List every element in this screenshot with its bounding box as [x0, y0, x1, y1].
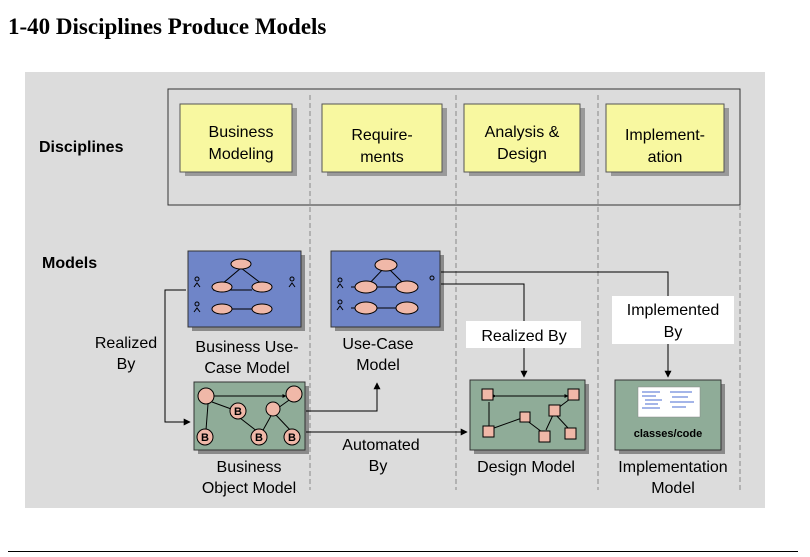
use-case-icon	[395, 301, 419, 315]
implemented-by-label-bg	[612, 296, 734, 344]
actor-icon	[289, 276, 295, 282]
discipline-business-modeling-line-2: Modeling	[209, 146, 274, 163]
actor-icon	[194, 301, 200, 307]
business-use-case-model-label-1: Business Use-	[195, 339, 298, 356]
business-entity-icon	[283, 428, 301, 446]
discipline-implementation: Implement- ation	[605, 103, 729, 176]
realized-by-left-label-1: Realized	[95, 335, 157, 352]
business-actor-icon	[197, 387, 215, 405]
automated-by-label-1: Automated	[342, 437, 419, 454]
business-entity-icon	[196, 428, 214, 446]
discipline-business-modeling: Business Modeling	[179, 103, 297, 176]
use-case-icon	[374, 258, 398, 272]
use-case-model-label-2: Model	[356, 357, 400, 374]
realized-by-left-label-2: By	[117, 356, 136, 373]
disciplines-frame	[167, 88, 741, 206]
implementation-model-box: classes/code	[614, 379, 725, 454]
realized-by-connector-left	[164, 289, 191, 426]
use-case-icon	[354, 301, 378, 315]
business-object-model-box: B B B B	[193, 381, 309, 454]
bottom-rule	[8, 551, 798, 552]
business-entity-icon	[250, 428, 268, 446]
design-class-icon	[482, 425, 495, 438]
business-actor-icon	[285, 385, 303, 403]
design-class-icon	[567, 388, 580, 401]
business-use-case-model-box	[187, 250, 305, 331]
design-class-icon	[481, 388, 494, 401]
implementation-model-label-1: Implementation	[618, 459, 727, 476]
automated-by-label-2: By	[369, 458, 388, 475]
use-case-model-label-1: Use-Case	[342, 336, 413, 353]
business-object-model-label-2: Object Model	[202, 480, 296, 497]
design-class-icon	[519, 411, 531, 423]
business-use-case-icon	[211, 303, 233, 315]
models-row-label: Models	[42, 255, 97, 272]
implemented-by-label-1: Implemented	[627, 302, 720, 319]
use-case-icon	[395, 280, 419, 294]
actor-icon	[194, 276, 200, 282]
use-case-icon	[354, 280, 378, 294]
implementation-inner-label: classes/code	[634, 428, 703, 440]
business-entity-letter: B	[255, 432, 263, 444]
actor-icon	[337, 299, 343, 305]
business-entity-icon	[229, 402, 247, 420]
actor-icon	[337, 277, 343, 283]
discipline-implementation-line-2: ation	[648, 149, 683, 166]
business-use-case-icon	[251, 303, 273, 315]
discipline-analysis-design: Analysis & Design	[463, 103, 585, 176]
discipline-analysis-design-line-2: Design	[497, 146, 547, 163]
business-use-case-icon	[230, 258, 252, 270]
object-to-use-case-connector	[306, 382, 381, 412]
actor-icon	[429, 275, 435, 281]
discipline-requirements-line-1: Require-	[351, 127, 412, 144]
implemented-by-label-2: By	[664, 324, 683, 341]
business-object-model-label-1: Business	[217, 459, 282, 476]
discipline-implementation-line-1: Implement-	[625, 127, 705, 144]
design-class-icon	[538, 430, 551, 443]
realized-by-design-label-bg	[466, 321, 581, 348]
business-use-case-model-label-2: Case Model	[204, 360, 289, 377]
design-class-icon	[564, 427, 577, 440]
business-entity-letter: B	[234, 406, 242, 418]
realized-by-design-label: Realized By	[481, 328, 566, 345]
page-title: 1-40 Disciplines Produce Models	[8, 14, 327, 39]
design-model-box	[469, 379, 589, 454]
business-use-case-icon	[251, 281, 273, 293]
discipline-requirements: Require- ments	[321, 103, 447, 176]
design-model-label: Design Model	[477, 459, 575, 476]
business-entity-letter: B	[201, 432, 209, 444]
business-entity-letter: B	[288, 432, 296, 444]
use-case-model-box	[330, 250, 444, 331]
design-class-icon	[548, 404, 561, 417]
discipline-analysis-design-line-1: Analysis &	[485, 124, 560, 141]
implementation-model-label-2: Model	[651, 480, 695, 497]
discipline-business-modeling-line-1: Business	[209, 124, 274, 141]
discipline-requirements-line-2: ments	[360, 149, 404, 166]
business-use-case-icon	[211, 281, 233, 293]
disciplines-row-label: Disciplines	[39, 139, 124, 156]
business-worker-icon	[265, 401, 281, 417]
